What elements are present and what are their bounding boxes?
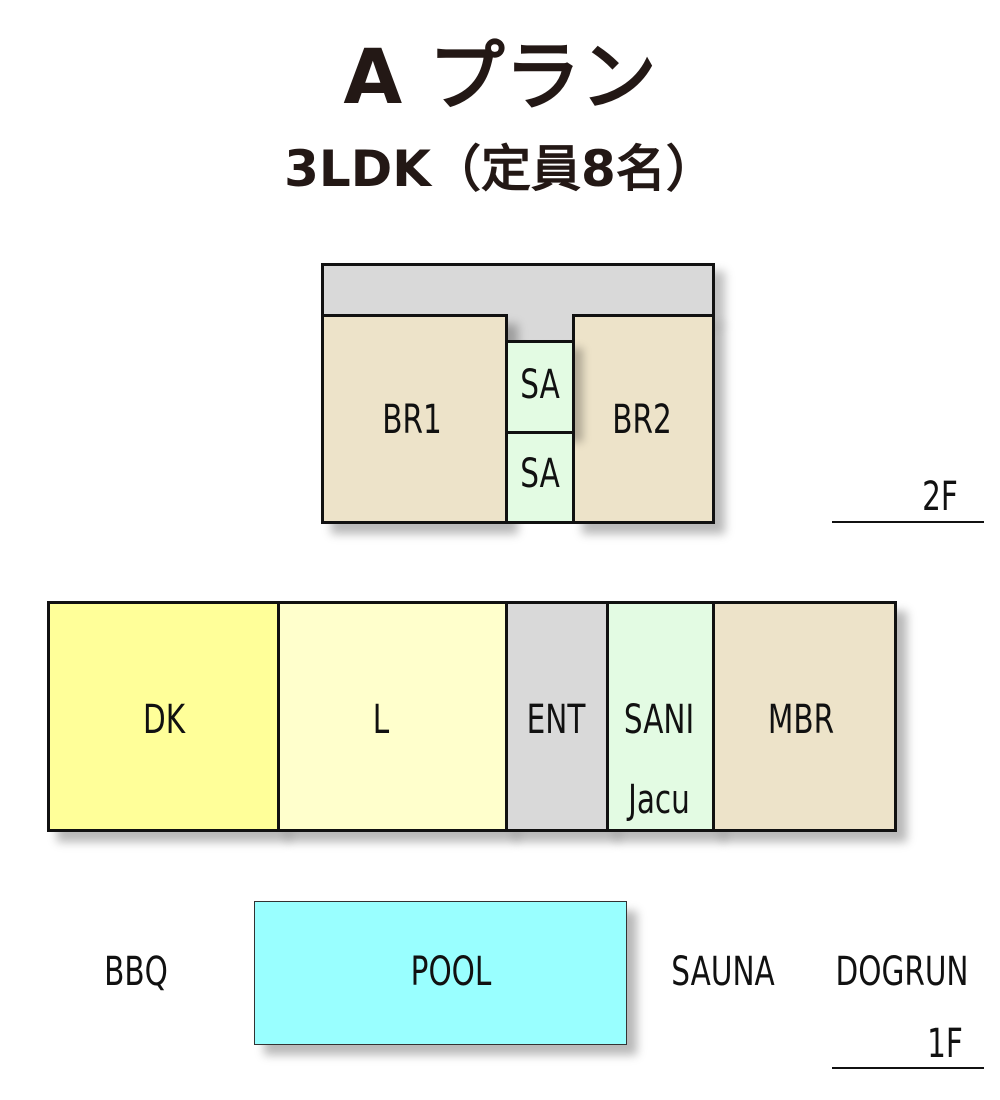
label-ent: ENT <box>526 697 586 743</box>
floor-1-label: 1F <box>927 1021 963 1067</box>
label-bbq: BBQ <box>104 949 168 995</box>
room-br1 <box>321 314 508 524</box>
room-dk <box>47 601 280 832</box>
label-l: L <box>372 697 390 743</box>
room-mbr <box>712 601 897 832</box>
label-pool: POOL <box>410 949 492 995</box>
label-br2: BR2 <box>612 397 672 443</box>
label-mbr: MBR <box>767 697 835 743</box>
floor-2-line <box>832 521 984 523</box>
label-sa-upper: SA <box>520 362 560 408</box>
plan-subtitle: 3LDK（定員8名） <box>284 140 716 198</box>
label-sa-lower: SA <box>520 451 560 497</box>
corridor-2f-stem <box>506 312 573 344</box>
plan-title: A プラン <box>343 32 657 121</box>
floor-1-line <box>832 1067 984 1069</box>
label-sauna: SAUNA <box>671 949 775 995</box>
floor-2-label: 2F <box>922 474 958 520</box>
corridor-2f <box>321 263 715 318</box>
label-br1: BR1 <box>382 397 442 443</box>
pool <box>254 901 627 1045</box>
room-sa-upper <box>505 340 575 434</box>
label-dk: DK <box>142 697 186 743</box>
room-sa-lower <box>505 431 575 524</box>
label-jacu: Jacu <box>628 777 690 823</box>
room-br2 <box>572 314 715 524</box>
label-sani: SANI <box>623 697 695 743</box>
label-dogrun: DOGRUN <box>835 949 969 995</box>
room-l <box>277 601 508 832</box>
